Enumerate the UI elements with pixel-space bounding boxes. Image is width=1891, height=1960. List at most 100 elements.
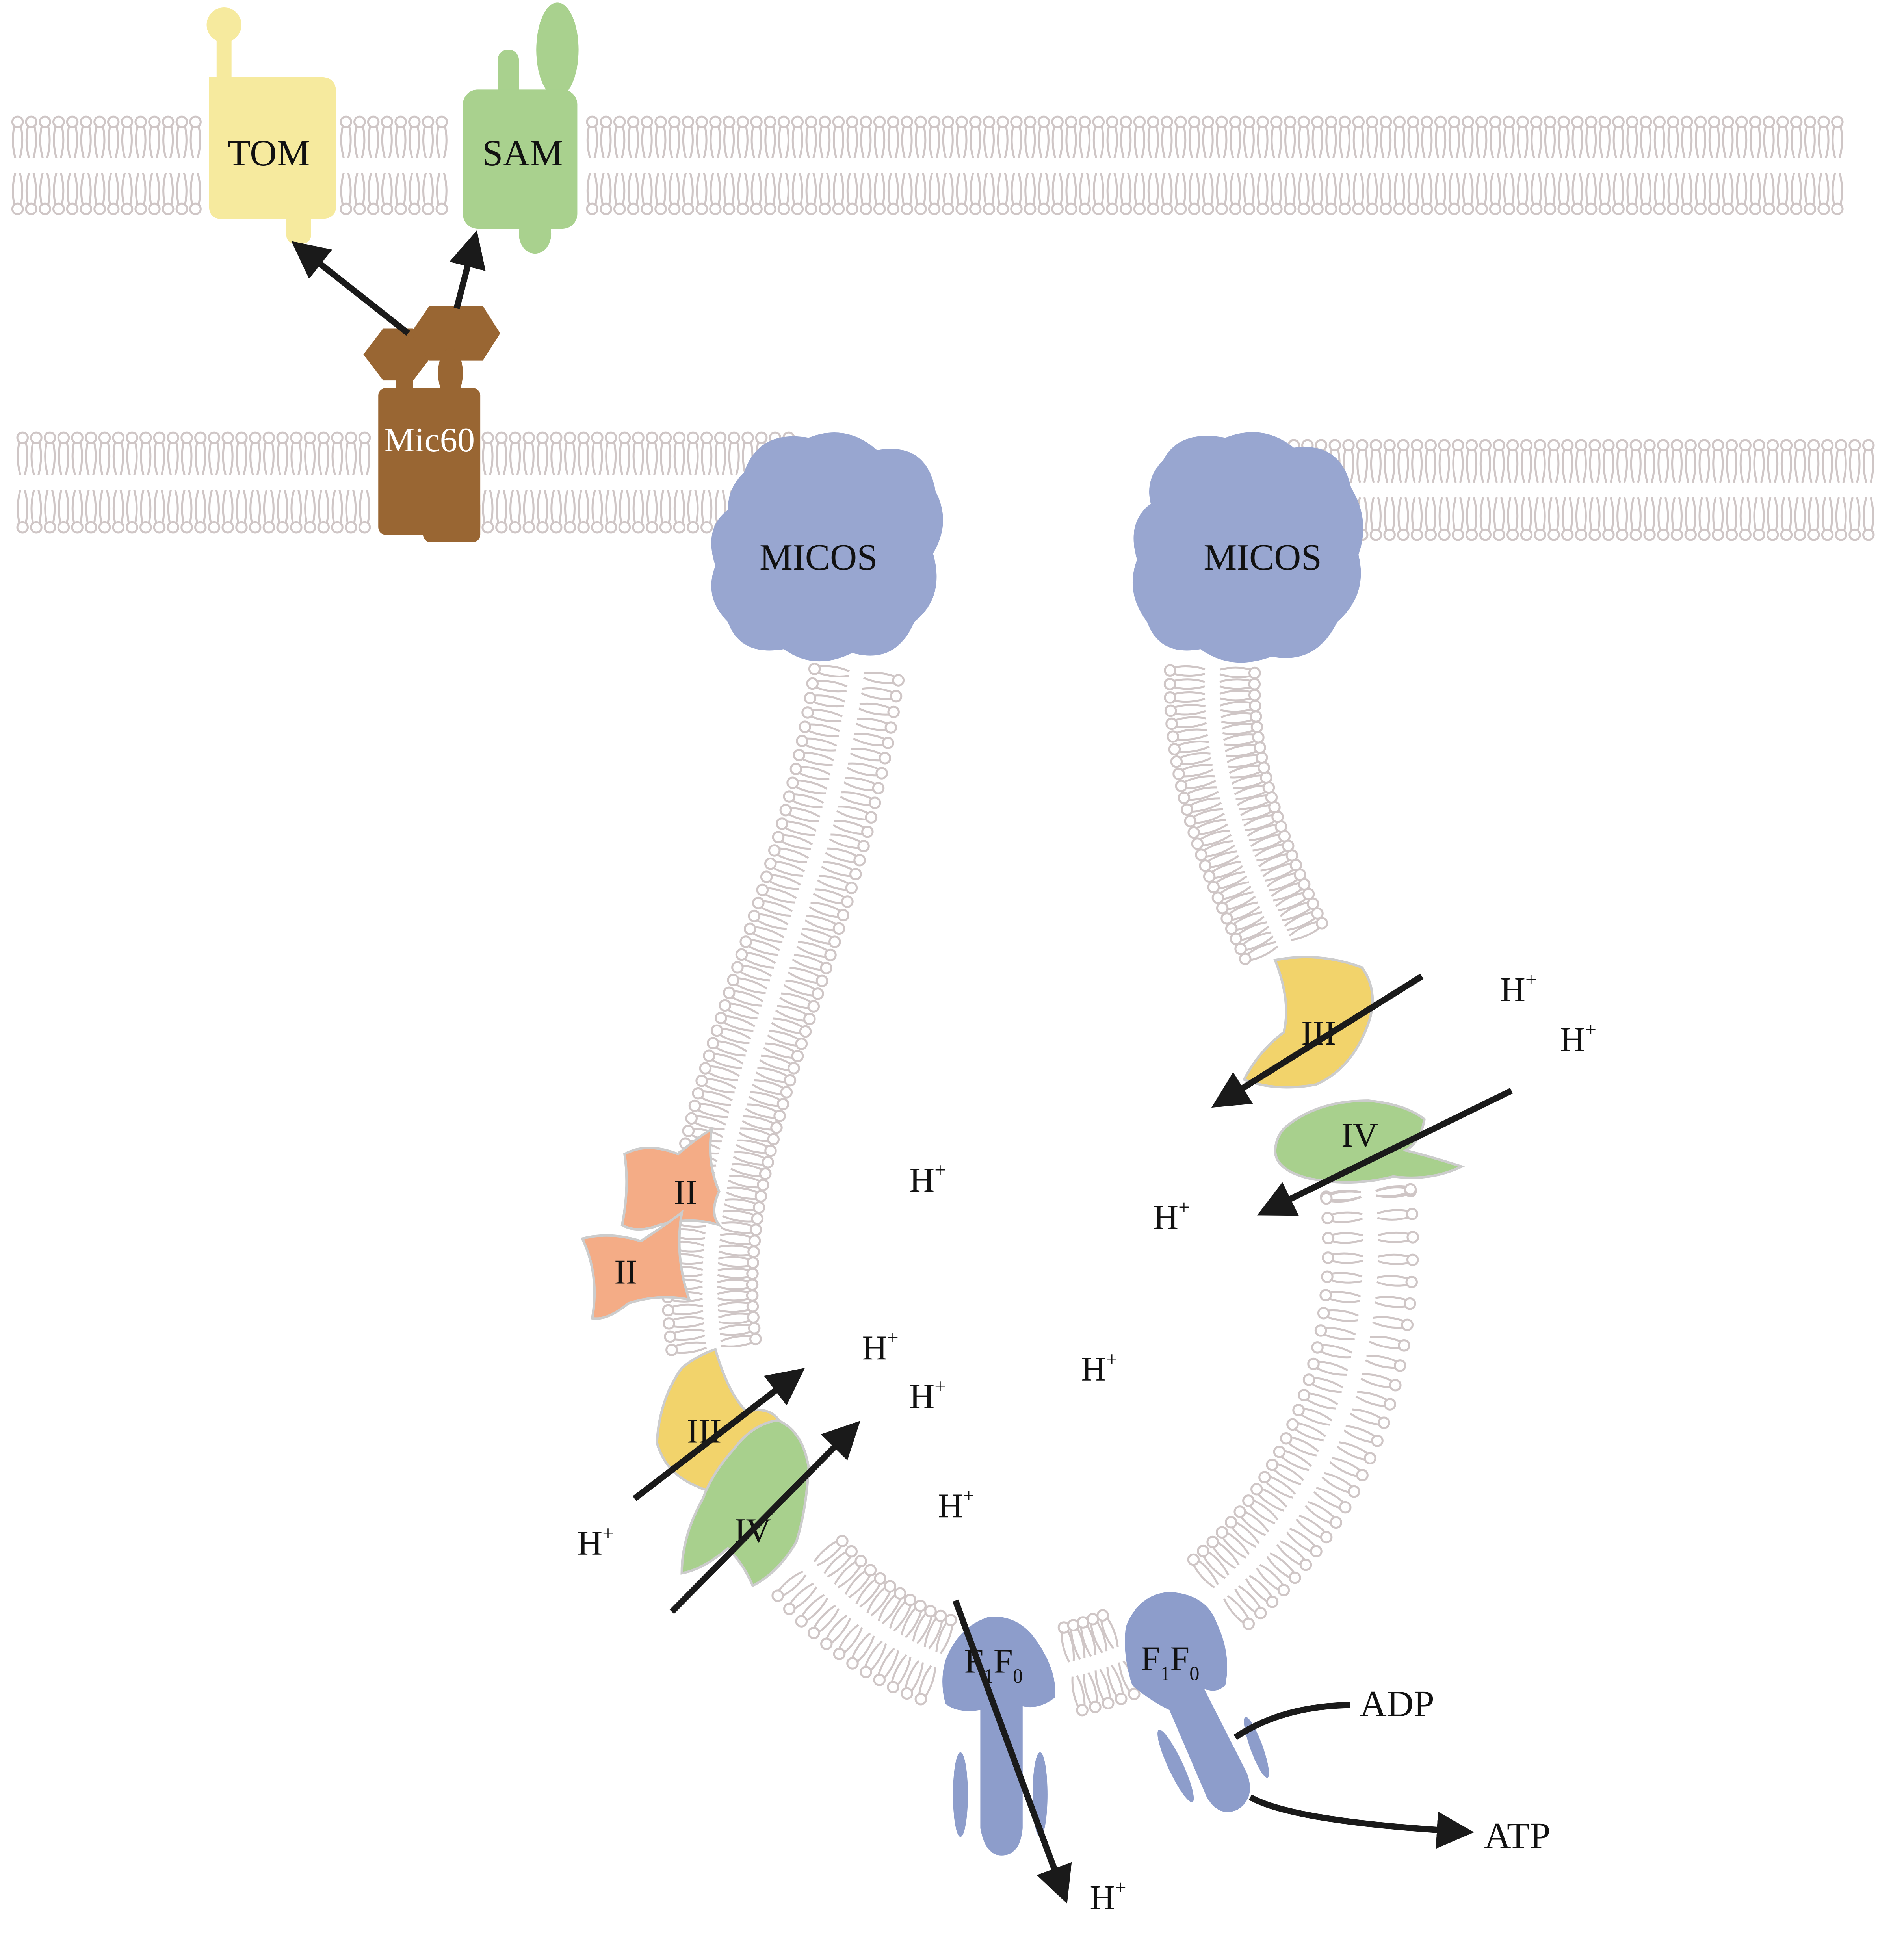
- lipid-head: [1667, 115, 1679, 128]
- lipid-head: [25, 115, 38, 128]
- lipid-head: [1258, 761, 1270, 774]
- lipid-head: [262, 431, 275, 444]
- lipid-head: [1821, 528, 1834, 541]
- lipid-head: [1319, 1289, 1332, 1301]
- lipid-head: [1379, 202, 1392, 215]
- lipid-head: [1242, 1494, 1255, 1507]
- lipid-head: [1106, 115, 1118, 128]
- lipid-head: [1753, 528, 1765, 541]
- lipid-head: [1503, 115, 1516, 128]
- lipid-head: [1424, 528, 1437, 541]
- lipid-head: [818, 202, 831, 215]
- lipid-head: [422, 202, 435, 215]
- lipid-head: [1215, 115, 1228, 128]
- lipid-head: [1807, 439, 1820, 452]
- lipid-head: [1270, 202, 1283, 215]
- lipid-head: [1311, 1341, 1324, 1354]
- atp-arrow: [1248, 1794, 1474, 1849]
- lipid-head: [799, 1025, 812, 1038]
- lipid-head: [864, 1564, 877, 1576]
- mic60-complex: Mic60: [363, 306, 500, 542]
- lipid-head: [1242, 1617, 1255, 1630]
- lipid-head: [1277, 1584, 1290, 1596]
- lipid-head: [481, 431, 494, 444]
- lipid-head: [1147, 202, 1160, 215]
- lipid-head: [1516, 115, 1529, 128]
- lipid-head: [807, 1000, 820, 1013]
- lipid-head: [776, 817, 788, 830]
- lipid-head: [1753, 439, 1765, 452]
- lipid-head: [1575, 439, 1588, 452]
- lipid-head: [1735, 202, 1748, 215]
- lipid-head: [873, 202, 886, 215]
- lipid-head: [1306, 897, 1319, 910]
- f1-symbol-right: F: [1141, 1639, 1160, 1678]
- lipid-head: [522, 431, 535, 444]
- lipid-head: [1338, 202, 1351, 215]
- lipid-head: [1725, 439, 1738, 452]
- lipid-head: [591, 521, 604, 534]
- lipid-head: [1598, 202, 1611, 215]
- lipid-head: [1076, 1704, 1089, 1717]
- lipid-head: [1266, 1458, 1278, 1471]
- lipid-head: [340, 115, 352, 128]
- lipid-head: [771, 1589, 784, 1602]
- lipid-head: [591, 431, 604, 444]
- lipid-head: [1175, 780, 1188, 793]
- lipid-head: [1161, 115, 1173, 128]
- lipid-head: [1234, 943, 1247, 955]
- lipid-head: [1078, 115, 1091, 128]
- lipid-head: [600, 115, 612, 128]
- lipid-head: [1575, 528, 1588, 541]
- lipid-head: [791, 1050, 804, 1062]
- lipid-head: [1330, 1516, 1343, 1529]
- lipid-head: [25, 202, 38, 215]
- lipid-head: [828, 935, 841, 948]
- lipid-head: [887, 115, 900, 128]
- lipid-head: [1835, 439, 1848, 452]
- lipid-head: [16, 431, 29, 444]
- lipid-head: [1243, 115, 1256, 128]
- lipid-head: [1776, 202, 1789, 215]
- lipid-head: [1133, 115, 1146, 128]
- lipid-head: [134, 115, 147, 128]
- lipid-head: [1383, 439, 1396, 452]
- lipid-head: [664, 1330, 676, 1343]
- lipid-head: [1284, 115, 1297, 128]
- lipid-head: [996, 115, 1009, 128]
- lipid-head: [768, 844, 781, 857]
- lipid-head: [1557, 202, 1570, 215]
- proton-label: H+: [1560, 1018, 1596, 1059]
- lipid-head: [1739, 439, 1752, 452]
- lipid-head: [394, 115, 407, 128]
- lipid-head: [924, 1605, 937, 1618]
- lipid-head: [791, 115, 804, 128]
- lipid-head: [422, 115, 435, 128]
- lipid-head: [747, 1257, 759, 1269]
- lipid-head: [1612, 202, 1625, 215]
- lipid-head: [618, 521, 631, 534]
- lipid-head: [783, 790, 796, 803]
- lipid-head: [874, 1572, 887, 1585]
- lipid-head: [121, 202, 134, 215]
- lipid-head: [1588, 528, 1601, 541]
- lipid-head: [235, 521, 248, 534]
- proton-label: H+: [577, 1522, 613, 1563]
- lipid-head: [353, 202, 366, 215]
- proton-arrow-iii-right: [1211, 973, 1424, 1108]
- lipid-head: [1694, 115, 1707, 128]
- lipid-head: [1389, 1379, 1402, 1392]
- lipid-head: [872, 782, 885, 794]
- lipid-head: [1065, 115, 1077, 128]
- mic60-label: Mic60: [384, 421, 475, 459]
- lipid-head: [1489, 115, 1502, 128]
- lipid-head: [996, 202, 1009, 215]
- lipid-head: [290, 431, 303, 444]
- f0-symbol-right: F: [1170, 1639, 1189, 1678]
- lipid-head: [249, 431, 262, 444]
- lipid-head: [30, 521, 43, 534]
- lipid-head: [845, 1545, 858, 1558]
- lipid-head: [1393, 115, 1406, 128]
- lipid-head: [1320, 1192, 1333, 1205]
- lipid-head: [1657, 439, 1670, 452]
